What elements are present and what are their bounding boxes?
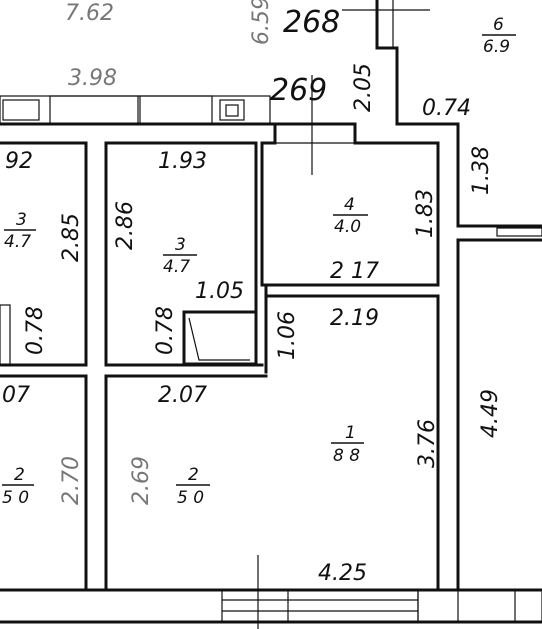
room-6-area: 6.9 bbox=[483, 37, 510, 57]
room3a-wall bbox=[0, 141, 88, 367]
dim-1-38: 1.38 bbox=[469, 146, 494, 195]
room-3a-area: 4.7 bbox=[4, 232, 31, 252]
room1-wall bbox=[264, 294, 440, 592]
room-3a-number: 3 bbox=[16, 210, 27, 230]
dim-2-19: 2.19 bbox=[330, 306, 379, 331]
dim-0-78-mid: 0.78 bbox=[153, 306, 178, 355]
bathtub-inner bbox=[188, 317, 250, 361]
room-3b-number: 3 bbox=[175, 235, 186, 255]
dim-4-49: 4.49 bbox=[478, 389, 503, 438]
window-pane-2 bbox=[139, 95, 213, 125]
room-label-6: 6 6.9 bbox=[482, 15, 516, 57]
room-label-1: 1 8 8 bbox=[331, 423, 364, 466]
bottom-window bbox=[221, 589, 419, 623]
dim-4-25: 4.25 bbox=[318, 561, 367, 586]
dim-7-62: 7.62 bbox=[65, 1, 114, 26]
dim-2-70: 2.70 bbox=[59, 456, 84, 505]
window-pane-1 bbox=[49, 95, 139, 125]
room-label-2b: 2 5 0 bbox=[176, 465, 210, 508]
dim-6-59: 6.59 bbox=[249, 0, 274, 45]
bottom-right-window bbox=[514, 589, 542, 623]
room-number-268: 268 bbox=[283, 5, 340, 40]
room-6-number: 6 bbox=[493, 15, 504, 35]
dim-0-74: 0.74 bbox=[422, 96, 471, 121]
dim-3-98: 3.98 bbox=[68, 66, 117, 91]
dim-1-05: 1.05 bbox=[195, 279, 244, 304]
dim-2-85: 2.85 bbox=[59, 213, 84, 262]
dim-2-86: 2.86 bbox=[113, 201, 138, 250]
dim-3-76: 3.76 bbox=[415, 419, 440, 468]
room-1-number: 1 bbox=[345, 423, 356, 443]
dim-92: 92 bbox=[5, 149, 33, 174]
room-4-area: 4.0 bbox=[334, 217, 361, 237]
bathtub bbox=[182, 310, 258, 366]
room-label-3b: 3 4.7 bbox=[163, 235, 197, 277]
room-2a-area: 5 0 bbox=[2, 488, 29, 508]
bottom-pier bbox=[417, 589, 459, 623]
room-label-3a: 3 4.7 bbox=[4, 210, 36, 252]
dim-2-07: 2.07 bbox=[158, 383, 207, 408]
dim-2-05: 2.05 bbox=[351, 63, 376, 112]
corridor-wall bbox=[375, 0, 542, 228]
room-label-4: 4 4.0 bbox=[333, 195, 368, 237]
vent-right bbox=[219, 99, 245, 121]
vent-right-inner bbox=[225, 104, 239, 117]
door-left bbox=[0, 304, 11, 366]
dim-1-83: 1.83 bbox=[413, 189, 438, 238]
room-2b-number: 2 bbox=[188, 465, 199, 485]
room-4-number: 4 bbox=[344, 195, 355, 215]
room-3b-area: 4.7 bbox=[163, 257, 190, 277]
room3b-wall bbox=[104, 141, 258, 367]
door-right bbox=[496, 227, 542, 237]
dim-2-69: 2.69 bbox=[129, 456, 154, 505]
room-1-area: 8 8 bbox=[333, 446, 360, 466]
dim-1-93: 1.93 bbox=[158, 149, 207, 174]
dim-2-17: 2 17 bbox=[330, 259, 379, 284]
dim-07: 07 bbox=[2, 383, 30, 408]
dim-0-78-left: 0.78 bbox=[23, 306, 48, 355]
room-number-269: 269 bbox=[270, 73, 327, 108]
room-2b-area: 5 0 bbox=[177, 488, 204, 508]
dim-1-06: 1.06 bbox=[275, 311, 300, 360]
vent-left bbox=[2, 99, 40, 121]
room-label-2a: 2 5 0 bbox=[2, 465, 34, 508]
room-2a-number: 2 bbox=[14, 465, 25, 485]
